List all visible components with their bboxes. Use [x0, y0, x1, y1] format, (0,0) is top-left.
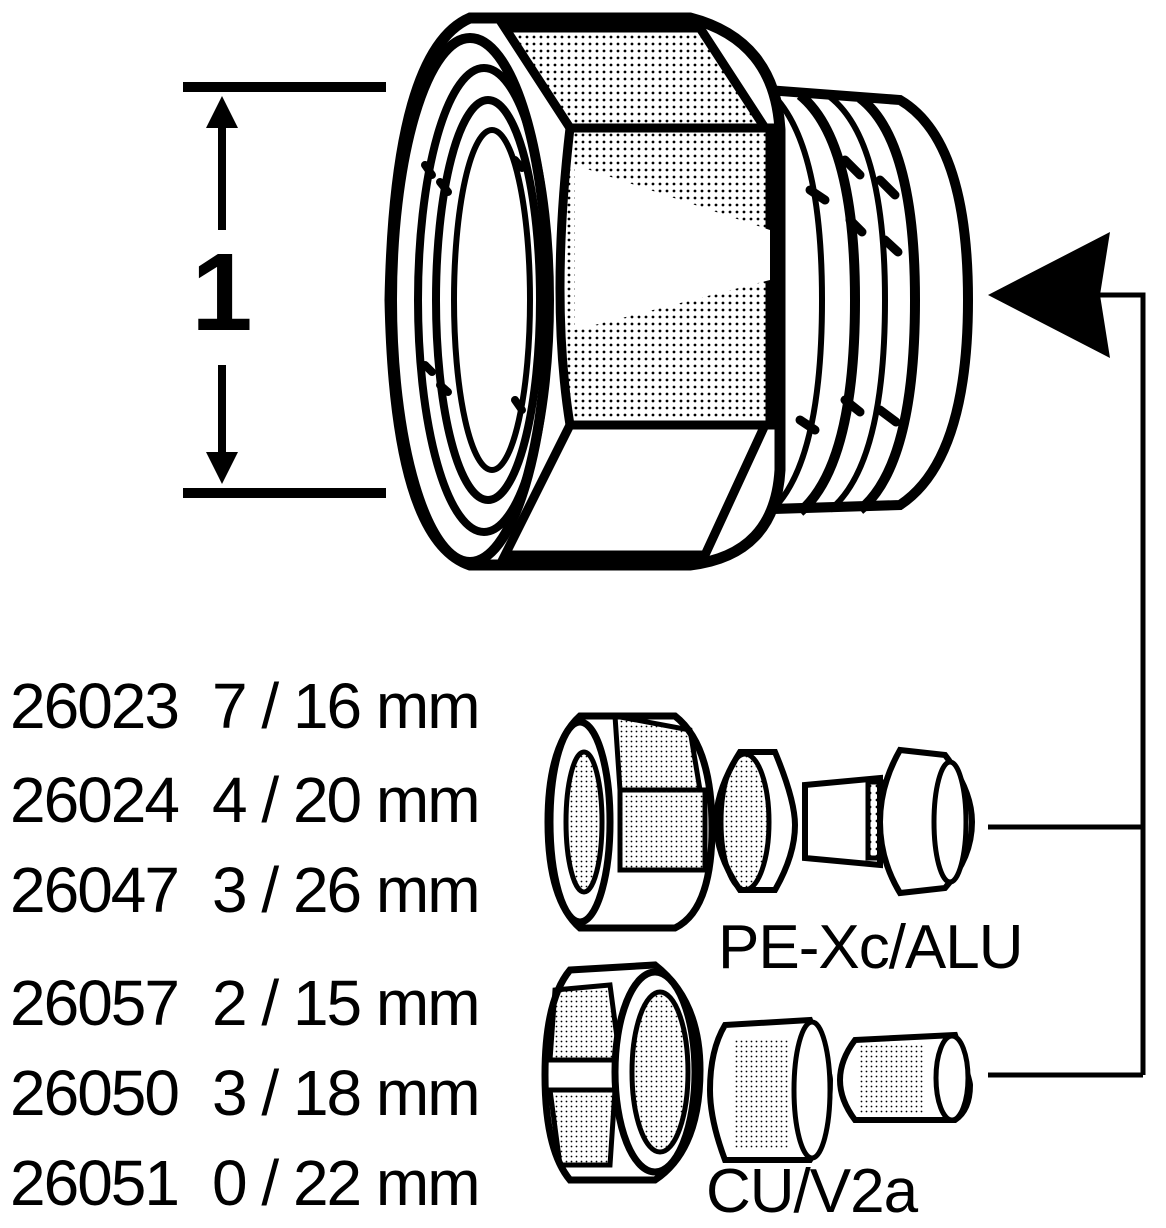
pex-insert — [802, 774, 883, 869]
part-code: 26023 — [10, 670, 178, 742]
nut-front-ring-inner — [432, 96, 544, 504]
part-code: 26050 — [10, 1057, 178, 1129]
part-size: 4 / 20 mm — [212, 764, 479, 836]
part-group-cu: 26057 2 / 15 mm 26050 3 / 18 mm 26051 0 … — [10, 967, 481, 1219]
part-code: 26051 — [10, 1147, 178, 1219]
adapter-drawing — [384, 12, 974, 571]
part-code: 26024 — [10, 764, 178, 836]
dimension-marker: 1 — [183, 82, 386, 498]
cu-fitting-kit — [541, 961, 974, 1184]
part-size: 7 / 16 mm — [212, 670, 479, 742]
part-code: 26047 — [10, 854, 178, 926]
part-size: 3 / 26 mm — [212, 854, 479, 926]
connector-line — [988, 292, 1146, 830]
material-label-pex: PE-Xc/ALU — [718, 913, 1023, 982]
connector-arrowhead — [988, 232, 1110, 358]
part-size: 2 / 15 mm — [212, 967, 479, 1039]
dimension-label: 1 — [191, 231, 252, 354]
material-label-cu: CU/V2a — [706, 1157, 919, 1226]
dimension-arrowhead-down — [206, 452, 238, 484]
part-size: 0 / 22 mm — [212, 1147, 479, 1219]
dimension-arrowhead-up — [206, 96, 238, 128]
part-code: 26057 — [10, 967, 178, 1039]
part-group-pex: 26023 7 / 16 mm 26024 4 / 20 mm 26047 3 … — [10, 670, 481, 926]
part-size: 3 / 18 mm — [212, 1057, 479, 1129]
part-list: 26023 7 / 16 mm 26024 4 / 20 mm 26047 3 … — [10, 670, 1024, 1226]
pex-fitting-kit — [544, 712, 976, 932]
connector-lines — [988, 232, 1146, 1078]
